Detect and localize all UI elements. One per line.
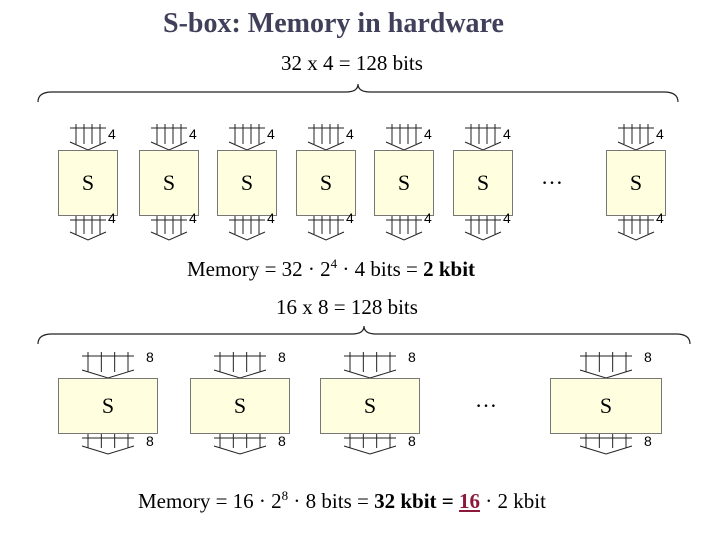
input-bits-2-0: 8: [146, 349, 154, 365]
input-bits-1-0: 4: [108, 126, 116, 142]
brace-2: [37, 325, 691, 345]
input-bits-2-3: 8: [644, 349, 652, 365]
output-bits-1-3: 4: [346, 210, 354, 226]
ellipsis-2: …: [475, 387, 499, 412]
input-bits-1-3: 4: [346, 126, 354, 142]
output-bits-2-0: 8: [146, 433, 154, 449]
input-bits-1-2: 4: [267, 126, 275, 142]
input-bundle-1-5-arrowhead: [464, 141, 502, 151]
output-bits-1-0: 4: [108, 210, 116, 226]
sbox-1-0: S: [58, 150, 118, 216]
input-bundle-1-1-arrowhead: [150, 141, 188, 151]
section2-header: 16 x 8 = 128 bits: [276, 295, 418, 319]
sbox-1-2: S: [217, 150, 277, 216]
section1-header: 32 x 4 = 128 bits: [281, 51, 423, 75]
output-bundle-1-0-arrowhead: [69, 231, 107, 241]
page-title: S-box: Memory in hardware: [163, 8, 504, 39]
output-bundle-1-1-arrowhead: [150, 231, 188, 241]
sbox-1-6: S: [606, 150, 666, 216]
formula-1: Memory = 32 · 24 · 4 bits = 2 kbit: [187, 256, 476, 281]
formula-2: Memory = 16 · 28 · 8 bits = 32 kbit = 16…: [138, 488, 546, 513]
input-bits-2-1: 8: [278, 349, 286, 365]
sbox-2-1: S: [190, 378, 290, 434]
input-bundle-1-0-arrowhead: [69, 141, 107, 151]
input-bits-1-4: 4: [424, 126, 432, 142]
sbox-1-4: S: [374, 150, 434, 216]
input-bundle-2-2-arrowhead: [343, 369, 397, 379]
output-bundle-1-2-arrowhead: [228, 231, 266, 241]
output-bundle-1-3-arrowhead: [307, 231, 345, 241]
input-bundle-1-3-arrowhead: [307, 141, 345, 151]
output-bits-1-1: 4: [189, 210, 197, 226]
input-bundle-2-3-arrowhead: [579, 369, 633, 379]
output-bits-2-1: 8: [278, 433, 286, 449]
output-bits-1-6: 4: [656, 210, 664, 226]
output-bits-1-4: 4: [424, 210, 432, 226]
input-bundle-1-2-arrowhead: [228, 141, 266, 151]
input-bits-1-5: 4: [503, 126, 511, 142]
output-bits-2-3: 8: [644, 433, 652, 449]
output-bits-1-2: 4: [267, 210, 275, 226]
input-bundle-2-0-arrowhead: [81, 369, 135, 379]
sbox-2-0: S: [58, 378, 158, 434]
sbox-2-3: S: [550, 378, 662, 434]
output-bundle-2-2-arrowhead: [343, 445, 397, 455]
input-bundle-1-4-arrowhead: [385, 141, 423, 151]
output-bundle-1-4-arrowhead: [385, 231, 423, 241]
brace-1: [37, 83, 679, 103]
ellipsis-1: …: [541, 164, 565, 189]
sbox-2-2: S: [320, 378, 420, 434]
output-bits-2-2: 8: [408, 433, 416, 449]
input-bits-2-2: 8: [408, 349, 416, 365]
output-bundle-2-3-arrowhead: [579, 445, 633, 455]
input-bits-1-6: 4: [656, 126, 664, 142]
input-bundle-2-1-arrowhead: [213, 369, 267, 379]
input-bundle-1-6-arrowhead: [617, 141, 655, 151]
input-bits-1-1: 4: [189, 126, 197, 142]
sbox-1-5: S: [453, 150, 513, 216]
output-bundle-2-0-arrowhead: [81, 445, 135, 455]
sbox-1-1: S: [139, 150, 199, 216]
output-bundle-1-5-arrowhead: [464, 231, 502, 241]
output-bundle-2-1-arrowhead: [213, 445, 267, 455]
output-bundle-1-6-arrowhead: [617, 231, 655, 241]
output-bits-1-5: 4: [503, 210, 511, 226]
sbox-1-3: S: [296, 150, 356, 216]
